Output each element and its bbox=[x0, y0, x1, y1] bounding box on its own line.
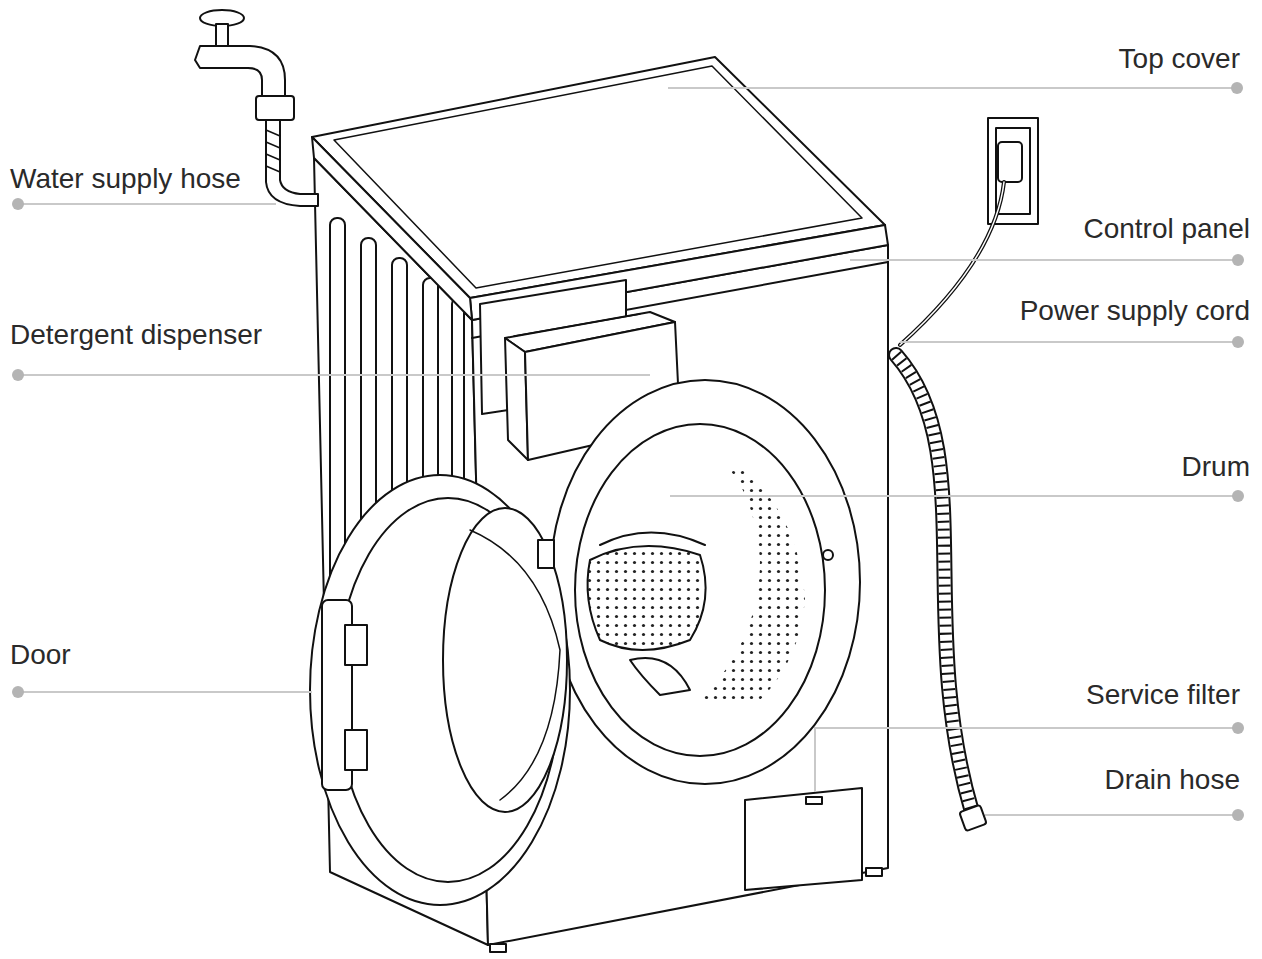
leader-line bbox=[850, 259, 1238, 261]
door-glass-curve bbox=[470, 530, 560, 800]
part-label: Door bbox=[10, 638, 71, 672]
leader-dot bbox=[12, 369, 24, 381]
drum-opening bbox=[575, 424, 825, 756]
leader-line bbox=[668, 87, 1237, 89]
leader-lines bbox=[18, 88, 1238, 815]
part-label: Power supply cord bbox=[1020, 294, 1250, 328]
service-filter-slot bbox=[806, 797, 822, 804]
drain-hose-end bbox=[959, 805, 987, 831]
drum-lifter bbox=[630, 658, 690, 695]
leader-dot bbox=[1232, 809, 1244, 821]
faucet-stem bbox=[216, 24, 228, 46]
leader-dot bbox=[12, 686, 24, 698]
leader-line bbox=[900, 341, 1238, 343]
leader-dot bbox=[1232, 254, 1244, 266]
machine-drawing bbox=[195, 10, 1038, 952]
door-lock-hole bbox=[823, 550, 833, 560]
part-label: Top cover bbox=[1119, 42, 1240, 76]
leader-line bbox=[985, 814, 1238, 816]
part-label: Detergent dispenser bbox=[10, 318, 262, 352]
drain-hose-ribs bbox=[896, 355, 972, 812]
drum-gasket bbox=[550, 380, 860, 784]
machine-foot bbox=[866, 868, 882, 876]
hose-thread bbox=[266, 130, 280, 172]
part-label: Drain hose bbox=[1105, 763, 1240, 797]
part-label: Control panel bbox=[1083, 212, 1250, 246]
drum-perforation bbox=[700, 470, 805, 700]
hose-nut bbox=[256, 96, 294, 120]
part-label: Water supply hose bbox=[10, 162, 241, 196]
door-hinge bbox=[538, 540, 554, 568]
water-hose bbox=[266, 120, 318, 206]
service-filter-cover bbox=[745, 788, 862, 890]
door-latch bbox=[345, 625, 367, 665]
leader-line bbox=[18, 691, 312, 693]
leader-line bbox=[670, 495, 1238, 497]
lid-side-edge bbox=[312, 137, 472, 320]
dispenser-compartment bbox=[514, 314, 640, 336]
part-label: Service filter bbox=[1086, 678, 1240, 712]
leader-line bbox=[18, 374, 650, 376]
power-plug bbox=[998, 142, 1022, 182]
drain-hose-outline bbox=[896, 355, 972, 812]
faucet-body bbox=[195, 46, 285, 96]
leader-dot bbox=[1232, 490, 1244, 502]
leader-dot bbox=[12, 198, 24, 210]
drum-paddle bbox=[588, 546, 706, 650]
leader-dot bbox=[1232, 722, 1244, 734]
wall-socket bbox=[988, 118, 1038, 224]
door-glass bbox=[443, 508, 567, 812]
leader-line bbox=[18, 203, 276, 205]
door-latch bbox=[345, 730, 367, 770]
power-cord bbox=[900, 182, 1004, 345]
drain-hose-body bbox=[896, 355, 972, 812]
drum-paddle-edge bbox=[600, 533, 705, 546]
leader-dot bbox=[1231, 82, 1243, 94]
power-cord-core bbox=[900, 182, 1004, 345]
machine-foot bbox=[490, 944, 506, 952]
leader-dot bbox=[1232, 336, 1244, 348]
part-label: Drum bbox=[1182, 450, 1250, 484]
door-rim bbox=[310, 475, 570, 905]
